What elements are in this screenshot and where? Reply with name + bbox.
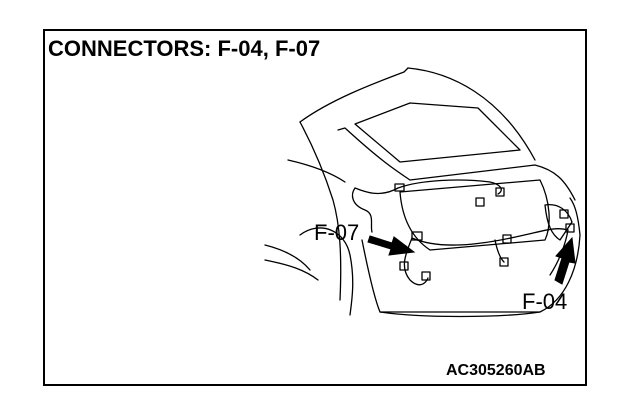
c-pillar-outline bbox=[299, 121, 342, 301]
sill-line bbox=[264, 259, 319, 281]
connector-block bbox=[421, 271, 431, 281]
connector-block bbox=[502, 234, 512, 244]
roof-outline bbox=[299, 67, 409, 123]
diagram-title: CONNECTORS: F-04, F-07 bbox=[48, 36, 321, 61]
wheel-arch bbox=[299, 227, 354, 316]
diagram-frame bbox=[43, 29, 587, 386]
callout-label-f07: F-07 bbox=[314, 220, 360, 245]
wiring-harness-left bbox=[351, 187, 373, 233]
callout-label-f04: F-04 bbox=[522, 289, 568, 314]
connector-block bbox=[411, 231, 423, 241]
trunk-deck bbox=[337, 127, 576, 201]
rear-window bbox=[354, 102, 521, 163]
connector-block bbox=[475, 197, 485, 207]
side-body-line bbox=[287, 159, 346, 183]
connector-block bbox=[559, 209, 569, 219]
connector-block bbox=[495, 187, 505, 197]
figure-code: AC305260AB bbox=[446, 362, 546, 379]
f04-arrow bbox=[554, 236, 576, 285]
lower-body-line bbox=[264, 244, 311, 271]
wiring-harness-upper bbox=[354, 179, 502, 195]
connector-block bbox=[394, 183, 405, 192]
f07-arrow bbox=[367, 235, 416, 256]
rear-shoulder bbox=[407, 67, 536, 161]
wiring-harness-branch bbox=[494, 239, 505, 263]
trunk-lid bbox=[399, 179, 550, 251]
connector-block bbox=[565, 223, 575, 233]
rear-bumper bbox=[361, 197, 581, 313]
wiring-harness-lower bbox=[411, 228, 569, 246]
connector-block bbox=[499, 257, 509, 267]
bumper-lower bbox=[379, 311, 541, 318]
connector-block bbox=[399, 261, 409, 271]
